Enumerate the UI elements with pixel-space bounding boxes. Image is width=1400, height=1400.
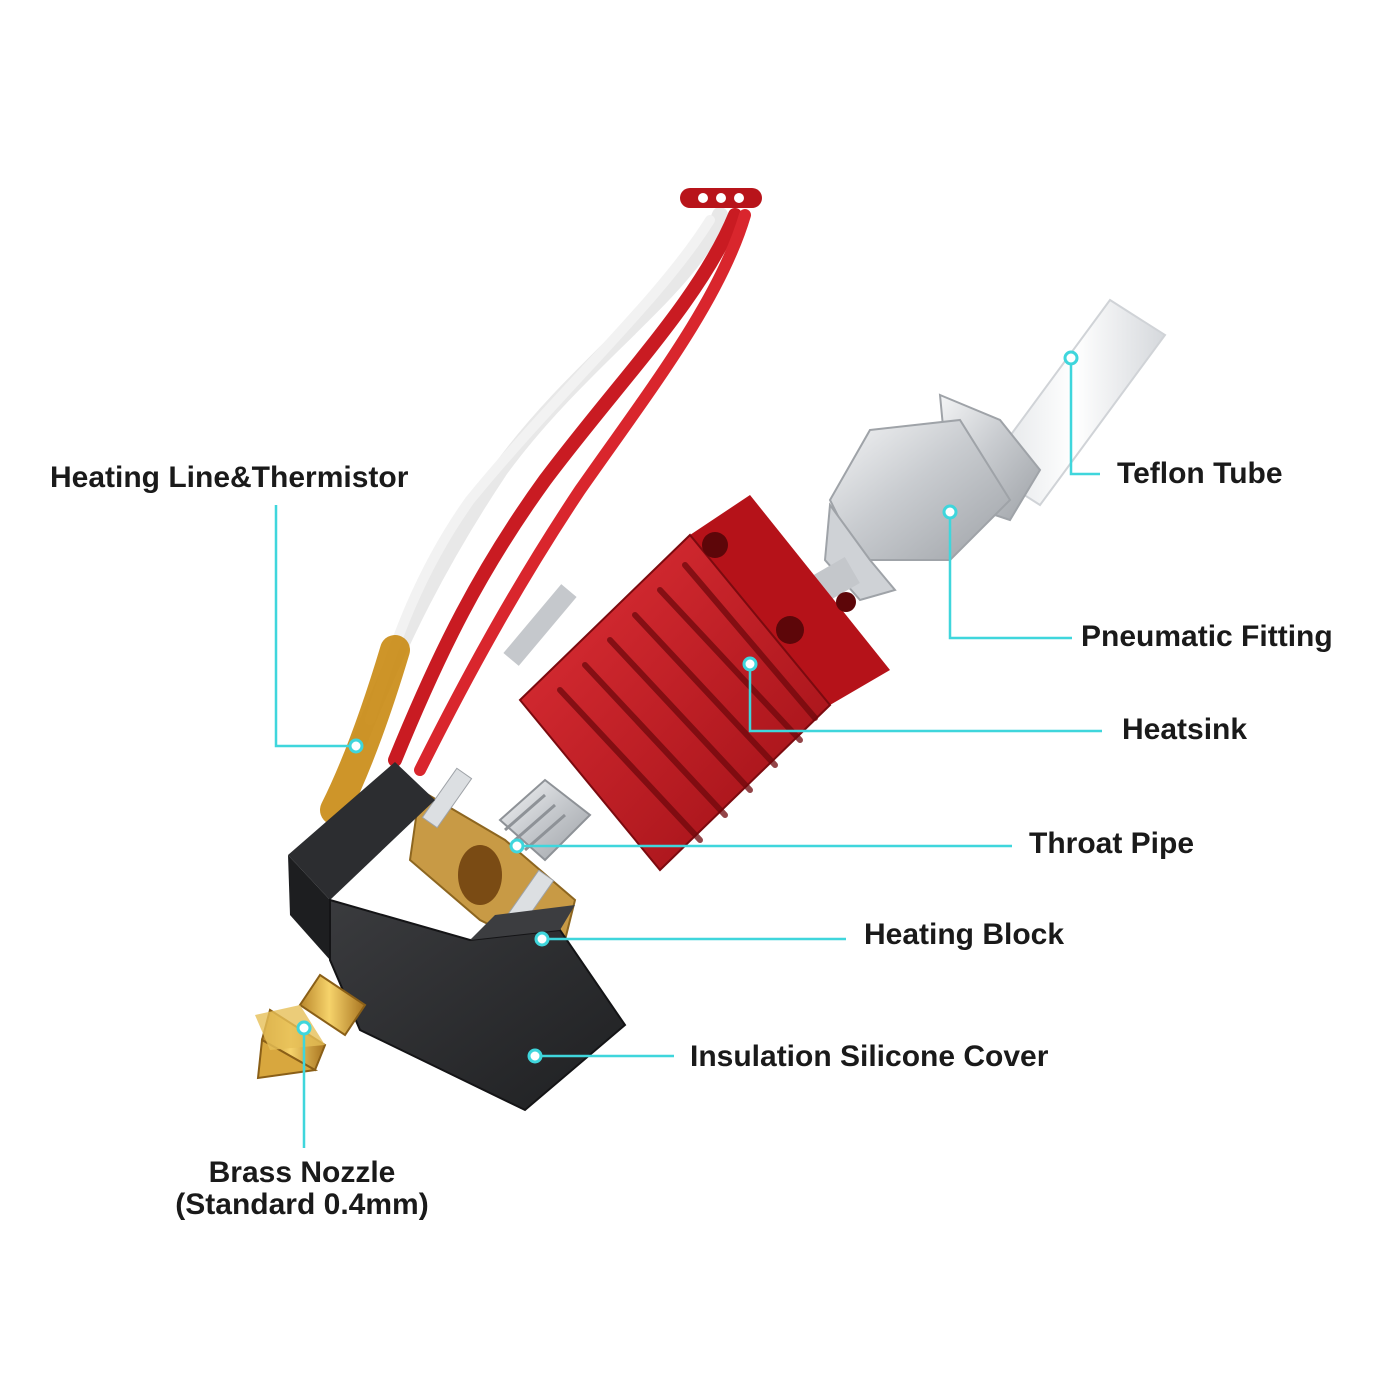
dot-heating-block — [534, 931, 550, 947]
heatsink-shape — [518, 495, 890, 872]
leader-dots — [296, 350, 1079, 1064]
brass-nozzle-shape — [255, 973, 367, 1080]
label-heating-block: Heating Block — [864, 918, 1065, 951]
connector-plug-icon — [680, 188, 762, 208]
dot-pneumatic-fitting — [942, 504, 958, 520]
pneumatic-fitting-shape — [810, 393, 1042, 603]
throat-pipe-shape — [498, 584, 592, 862]
label-teflon-tube: Teflon Tube — [1117, 457, 1283, 490]
label-throat-pipe: Throat Pipe — [1029, 827, 1195, 860]
wire-bundle — [320, 207, 751, 825]
leader-pneumatic-fitting — [948, 512, 1072, 640]
dot-silicone-cover — [527, 1048, 543, 1064]
label-insulation-silicone-cover: Insulation Silicone Cover — [690, 1040, 1049, 1073]
dot-teflon-tube — [1063, 350, 1079, 366]
label-heating-line-thermistor: Heating Line&Thermistor — [50, 461, 409, 494]
label-brass-nozzle-line1: Brass Nozzle — [208, 1156, 396, 1189]
dot-nozzle — [296, 1020, 312, 1036]
dot-heatsink — [742, 656, 758, 672]
leader-lines — [274, 358, 1102, 1148]
leader-teflon-tube — [1069, 358, 1100, 476]
dot-heating-line — [348, 738, 364, 754]
leader-heatsink — [748, 664, 1102, 733]
label-heatsink: Heatsink — [1122, 713, 1248, 746]
label-brass-nozzle-line2: (Standard 0.4mm) — [175, 1188, 429, 1221]
label-brass-nozzle: Brass Nozzle (Standard 0.4mm) — [150, 1157, 454, 1221]
dot-throat-pipe — [509, 838, 525, 854]
leader-heating-line — [274, 505, 356, 748]
label-pneumatic-fitting: Pneumatic Fitting — [1081, 620, 1333, 653]
silicone-cover-shape — [288, 762, 627, 1112]
